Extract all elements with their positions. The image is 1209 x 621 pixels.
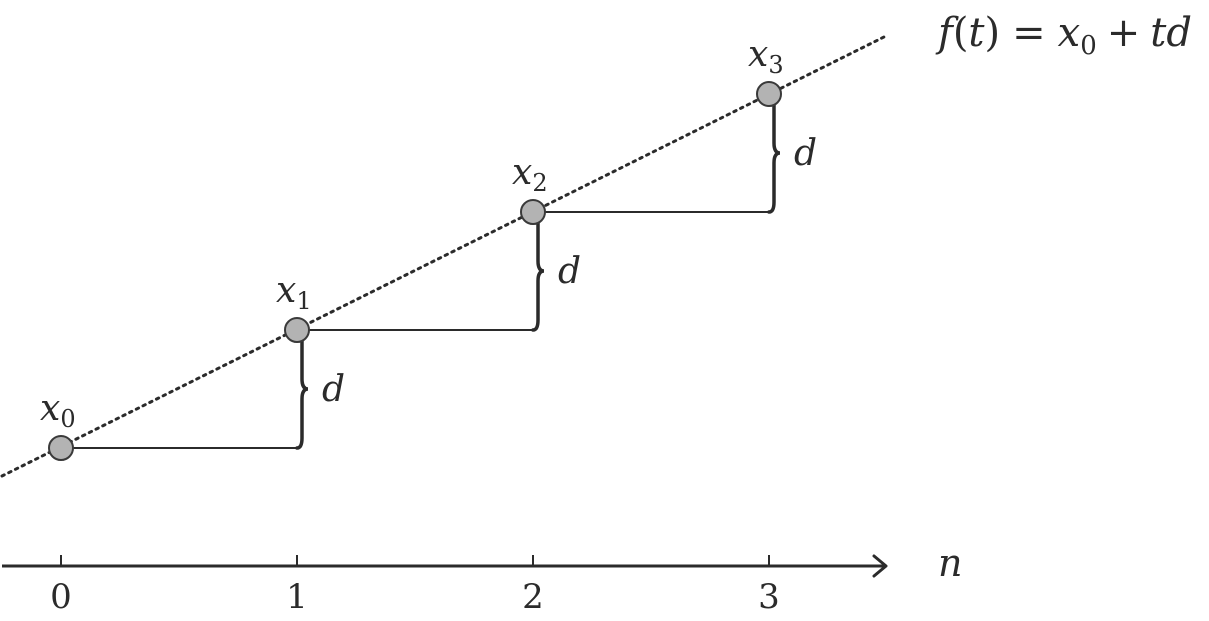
point-x0 <box>48 435 74 461</box>
tick-label-3: 3 <box>758 577 780 617</box>
axis-label-n: n <box>938 541 962 585</box>
n-axis: 0 1 2 3 n <box>2 541 962 617</box>
tick-label-0: 0 <box>50 577 72 617</box>
step-braces <box>295 92 781 450</box>
step-labels: d d d <box>322 133 817 410</box>
step-label-2: d <box>794 133 817 174</box>
sequence-points <box>48 81 782 461</box>
axis-arrowhead <box>872 554 888 578</box>
tick-label-2: 2 <box>522 577 544 617</box>
step-label-1: d <box>558 251 581 292</box>
point-x1 <box>284 317 310 343</box>
trend-line <box>0 33 890 478</box>
tick-label-1: 1 <box>286 577 308 617</box>
step-lines <box>61 211 772 449</box>
point-label-x2: x2 <box>512 152 548 197</box>
brace-1 <box>531 210 545 332</box>
step-label-0: d <box>322 369 345 410</box>
point-label-x3: x3 <box>748 34 784 79</box>
point-label-x0: x0 <box>40 388 76 433</box>
point-x2 <box>520 199 546 225</box>
point-labels: x0 x1 x2 x3 <box>40 34 784 433</box>
formula-label: f(t)=x0+td <box>935 10 1192 61</box>
brace-0 <box>295 328 309 450</box>
point-x3 <box>756 81 782 107</box>
brace-2 <box>767 92 781 214</box>
point-label-x1: x1 <box>276 270 312 315</box>
